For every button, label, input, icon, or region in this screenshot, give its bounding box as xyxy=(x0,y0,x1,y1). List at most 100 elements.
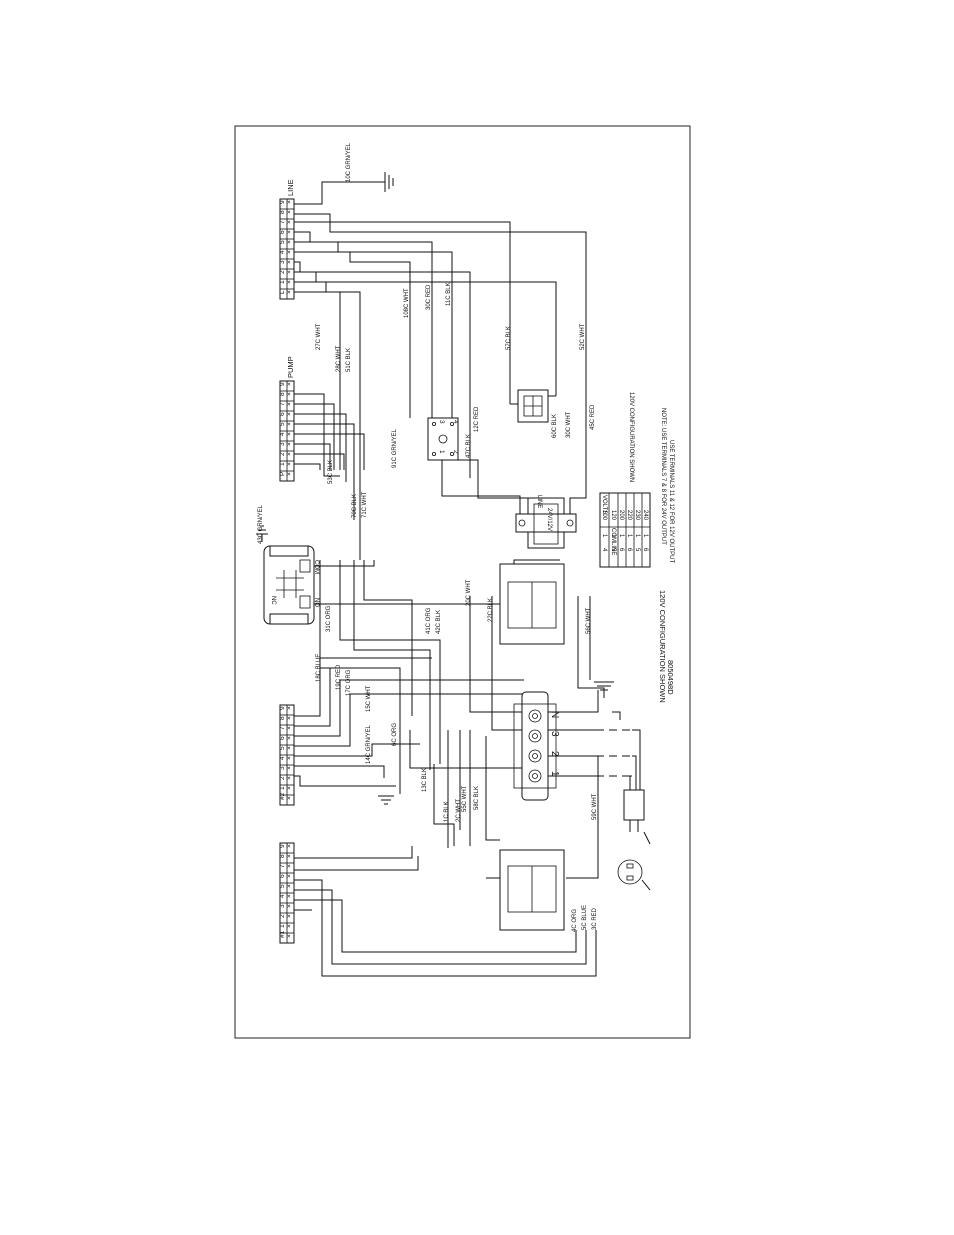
volts-table-cell-1-2: 5 xyxy=(610,548,616,552)
volts-table-cell-2-0: 200 xyxy=(618,510,624,521)
wiring xyxy=(294,181,641,977)
wire-label-w91c: 91C GRN/YEL xyxy=(392,428,398,468)
terminal-screw-block1-0: × xyxy=(286,934,293,938)
volts-table-cell-1-0: 120 xyxy=(610,510,616,521)
terminal-block1-0: #1 xyxy=(279,930,286,938)
terminal-block1-6: 6 xyxy=(279,874,286,878)
drawing-frame xyxy=(234,125,691,1039)
wire-label-w55c: 55C WHT xyxy=(462,785,468,812)
wire-label-w43c: 43C GRN/YEL xyxy=(258,504,264,544)
terminal-screw-block2-9: × xyxy=(286,706,293,710)
terminal-block1-4: 4 xyxy=(279,894,286,898)
terminal-line-0: L xyxy=(279,290,286,294)
control-transformer: LINE 24V/12V xyxy=(515,495,577,549)
terminal-screw-pump-5: × xyxy=(286,422,293,426)
line-switch-module xyxy=(517,389,549,423)
part-number: 8050498D xyxy=(666,660,675,695)
wire-label-w5c: 5C BLUE xyxy=(582,905,588,930)
terminal-screw-pump-0: × xyxy=(286,472,293,476)
terminal-block1-5: 5 xyxy=(279,884,286,888)
wire-label-w71c: 71C WHT xyxy=(362,491,368,518)
wire-label-w28c: 28C WHT xyxy=(336,345,342,372)
terminal-screw-pump-1: × xyxy=(286,462,293,466)
terminal-screw-block2-8: × xyxy=(286,716,293,720)
terminal-screw-block2-5: × xyxy=(286,746,293,750)
terminal-block2-5: 5 xyxy=(279,746,286,750)
terminal-screw-line-4: × xyxy=(286,250,293,254)
terminal-screw-block2-7: × xyxy=(286,726,293,730)
pump-relay: 3 4 1 2 xyxy=(427,417,459,461)
wire-label-w70c: 70C BLK xyxy=(352,494,358,518)
relay-com-label: COM xyxy=(313,560,319,574)
config-note-small: 120V CONFIGURATION SHOWN xyxy=(628,392,634,482)
terminal-line-8: 8 xyxy=(279,210,286,214)
wire-label-w14c: 14C GRN/YEL xyxy=(366,724,372,764)
terminal-block2-7: 7 xyxy=(279,726,286,730)
notes: 120V CONFIGURATION SHOWN NOTE: USE TERMI… xyxy=(628,392,675,703)
terminal-screw-line-0: × xyxy=(286,290,293,294)
relay-no-label: NO xyxy=(313,598,319,607)
wire-label-w10c: 10C GRN/YEL xyxy=(346,142,352,182)
terminal-screw-block2-4: × xyxy=(286,756,293,760)
volts-table-cell-3-1: 1 xyxy=(626,534,632,538)
wire-label-w47c: 47C BLK xyxy=(466,434,472,458)
wire-label-w45c: 45C RED xyxy=(590,404,596,430)
volts-table-cell-5-1: 1 xyxy=(642,534,648,538)
wire-label-w13c: 13C BLK xyxy=(422,768,428,792)
output-transformer-lower xyxy=(499,849,565,931)
power-plug xyxy=(617,789,651,891)
terminal-screw-block1-6: × xyxy=(286,874,293,878)
terminal-line-1: 1 xyxy=(279,280,286,284)
wire-label-w60c: 60C BLK xyxy=(552,414,558,438)
wire-label-w30c: 30C RED xyxy=(426,284,432,310)
volts-table-header-1: COMLINE xyxy=(610,528,616,555)
terminal-block1-3: 3 xyxy=(279,904,286,908)
terminal-screw-pump-3: × xyxy=(286,442,293,446)
terminal-screw-block1-9: × xyxy=(286,844,293,848)
terminal-line-5: 5 xyxy=(279,240,286,244)
volts-table-cell-1-1: 1 xyxy=(610,534,616,538)
terminal-line-7: 7 xyxy=(279,220,286,224)
terminal-screw-pump-9: × xyxy=(286,382,293,386)
wire-label-w3c: 3C RED xyxy=(592,907,598,930)
transformer-line-label: LINE xyxy=(536,495,542,508)
terminal-screw-pump-2: × xyxy=(286,452,293,456)
volts-table-cell-3-2: 6 xyxy=(626,548,632,552)
terminal-screw-line-7: × xyxy=(286,220,293,224)
terminal-block1-2: 2 xyxy=(279,914,286,918)
terminal-line-3: 3 xyxy=(279,260,286,264)
terminal-pump-8: 8 xyxy=(279,392,286,396)
terminal-block1-7: 7 xyxy=(279,864,286,868)
terminal-line-4: 4 xyxy=(279,250,286,254)
wire-label-w19c: 19C RED xyxy=(336,664,342,690)
terminal-block1-9: 9 xyxy=(279,844,286,848)
ground-symbol-relay xyxy=(256,525,268,542)
terminal-screw-block1-7: × xyxy=(286,864,293,868)
terminal-screw-line-6: × xyxy=(286,230,293,234)
terminal-block2-0: #2 xyxy=(279,792,286,800)
wire-label-w53c: 53C BLK xyxy=(328,460,334,484)
terminal-screw-block2-6: × xyxy=(286,736,293,740)
connector-pin-1: 1 xyxy=(549,771,560,777)
volts-table-cell-2-2: 6 xyxy=(618,548,624,552)
terminal-screw-block1-2: × xyxy=(286,914,293,918)
wire-label-w20c: 20C WHT xyxy=(466,579,472,606)
terminal-screw-block1-8: × xyxy=(286,854,293,858)
terminal-line-9: 9 xyxy=(279,200,286,204)
transformer-caption: 24V/12V xyxy=(546,508,552,531)
terminal-pump-1: 1 xyxy=(279,462,286,466)
line-block-title: LINE xyxy=(286,179,295,196)
relay: COM NO NC xyxy=(263,545,319,625)
terminal-screw-block2-1: × xyxy=(286,786,293,790)
volts-table-cell-4-1: 1 xyxy=(634,534,640,538)
connector-pin-n: N xyxy=(549,711,560,718)
terminal-screw-line-9: × xyxy=(286,200,293,204)
terminal-block2-2: 2 xyxy=(279,776,286,780)
volts-table-cell-0-1: 1 xyxy=(601,534,607,538)
wire-label-w51c: 51C BLK xyxy=(346,348,352,372)
terminal-screw-line-8: × xyxy=(286,210,293,214)
note-24v: NOTE: USE TERMINALS 7 & 8 FOR 24V OUTPUT xyxy=(660,408,666,545)
terminal-pump-3: 3 xyxy=(279,442,286,446)
ground-symbol-connector xyxy=(594,681,614,691)
